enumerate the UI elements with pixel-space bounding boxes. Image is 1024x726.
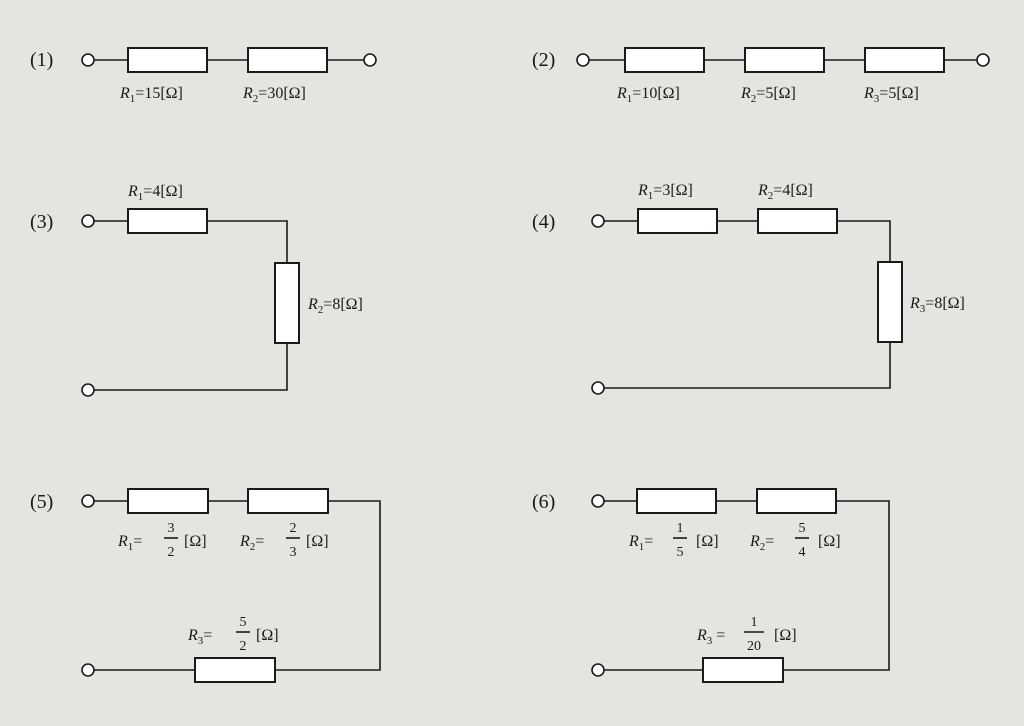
circuit-6-number: (6) [532, 491, 555, 513]
label-r3: R3 = 1 20 [Ω] [696, 615, 797, 654]
circuit-2: (2) R1=10[Ω] R2=5[Ω] R3=5[Ω] [532, 47, 990, 105]
label-r2: R2= 2 3 [Ω] [239, 521, 329, 560]
resistor-r2 [757, 208, 838, 234]
label-r2: R2= 5 4 [Ω] [749, 521, 841, 560]
svg-text:R2=: R2= [239, 533, 264, 553]
resistor-r2 [247, 488, 329, 514]
label-r2: R2=8[Ω] [307, 296, 363, 316]
terminal [576, 53, 590, 67]
resistor-r2 [756, 488, 837, 514]
numerator: 1 [751, 615, 758, 630]
wire [604, 342, 891, 389]
resistor-r1 [127, 488, 209, 514]
resistor-r1 [127, 208, 208, 234]
resistor-r3 [877, 261, 903, 343]
resistor-r3 [702, 657, 784, 683]
resistor-r1 [637, 208, 718, 234]
unit: [Ω] [256, 627, 279, 644]
svg-text:R3=: R3= [187, 627, 212, 647]
circuit-3: (3) R1=4[Ω] R2=8[Ω] [30, 183, 363, 397]
numerator: 3 [168, 521, 175, 536]
numerator: 5 [799, 521, 806, 536]
circuit-3-number: (3) [30, 211, 53, 233]
label-r1: R1=15[Ω] [119, 85, 183, 105]
terminal [81, 383, 95, 397]
denominator: 2 [240, 639, 247, 654]
terminal [81, 53, 95, 67]
unit: [Ω] [774, 627, 797, 644]
svg-text:R3 =: R3 = [696, 627, 725, 647]
label-r1: R1= 3 2 [Ω] [117, 521, 207, 560]
resistor-r1 [624, 47, 705, 73]
resistor-r1 [636, 488, 717, 514]
wire [275, 500, 381, 671]
label-r3: R3=5[Ω] [863, 85, 919, 105]
resistor-r1 [127, 47, 208, 73]
svg-text:R1=: R1= [117, 533, 142, 553]
wire [837, 220, 891, 262]
wire [94, 343, 288, 391]
wire [783, 500, 890, 671]
circuit-1-number: (1) [30, 49, 53, 71]
label-r1: R1=3[Ω] [637, 182, 693, 202]
terminal [976, 53, 990, 67]
denominator: 3 [290, 545, 297, 560]
label-r2: R2=5[Ω] [740, 85, 796, 105]
terminal [591, 494, 605, 508]
resistor-r2 [744, 47, 825, 73]
numerator: 2 [290, 521, 297, 536]
circuit-1: (1) R1=15[Ω] R2=30[Ω] [30, 47, 377, 105]
label-r2: R2=4[Ω] [757, 182, 813, 202]
circuit-4: (4) R1=3[Ω] R2=4[Ω] R3=8[Ω] [532, 182, 965, 395]
circuit-2-number: (2) [532, 49, 555, 71]
terminal [81, 494, 95, 508]
terminal [81, 214, 95, 228]
terminal [81, 663, 95, 677]
label-r1: R1= 1 5 [Ω] [628, 521, 719, 560]
circuit-5: (5) R1= 3 2 [Ω] R2= 2 3 [Ω] R3= 5 2 [30, 488, 381, 683]
unit: [Ω] [818, 533, 841, 550]
terminal [591, 663, 605, 677]
svg-text:R2=: R2= [749, 533, 774, 553]
numerator: 1 [677, 521, 684, 536]
wire [207, 220, 288, 263]
denominator: 20 [747, 639, 761, 654]
denominator: 2 [168, 545, 175, 560]
denominator: 5 [677, 545, 684, 560]
denominator: 4 [799, 545, 806, 560]
resistor-r3 [194, 657, 276, 683]
label-r1: R1=10[Ω] [616, 85, 680, 105]
unit: [Ω] [696, 533, 719, 550]
resistor-r3 [864, 47, 945, 73]
circuit-5-number: (5) [30, 491, 53, 513]
svg-text:R1=: R1= [628, 533, 653, 553]
circuit-4-number: (4) [532, 211, 555, 233]
label-r1: R1=4[Ω] [127, 183, 183, 203]
label-r2: R2=30[Ω] [242, 85, 306, 105]
label-r3: R3=8[Ω] [909, 295, 965, 315]
unit: [Ω] [306, 533, 329, 550]
resistor-r2 [247, 47, 328, 73]
numerator: 5 [240, 615, 247, 630]
label-r3: R3= 5 2 [Ω] [187, 615, 279, 654]
resistor-r2 [274, 262, 300, 344]
terminal [591, 381, 605, 395]
terminal [363, 53, 377, 67]
terminal [591, 214, 605, 228]
unit: [Ω] [184, 533, 207, 550]
circuit-6: (6) R1= 1 5 [Ω] R2= 5 4 [Ω] R3 = 1 20 [532, 488, 890, 683]
